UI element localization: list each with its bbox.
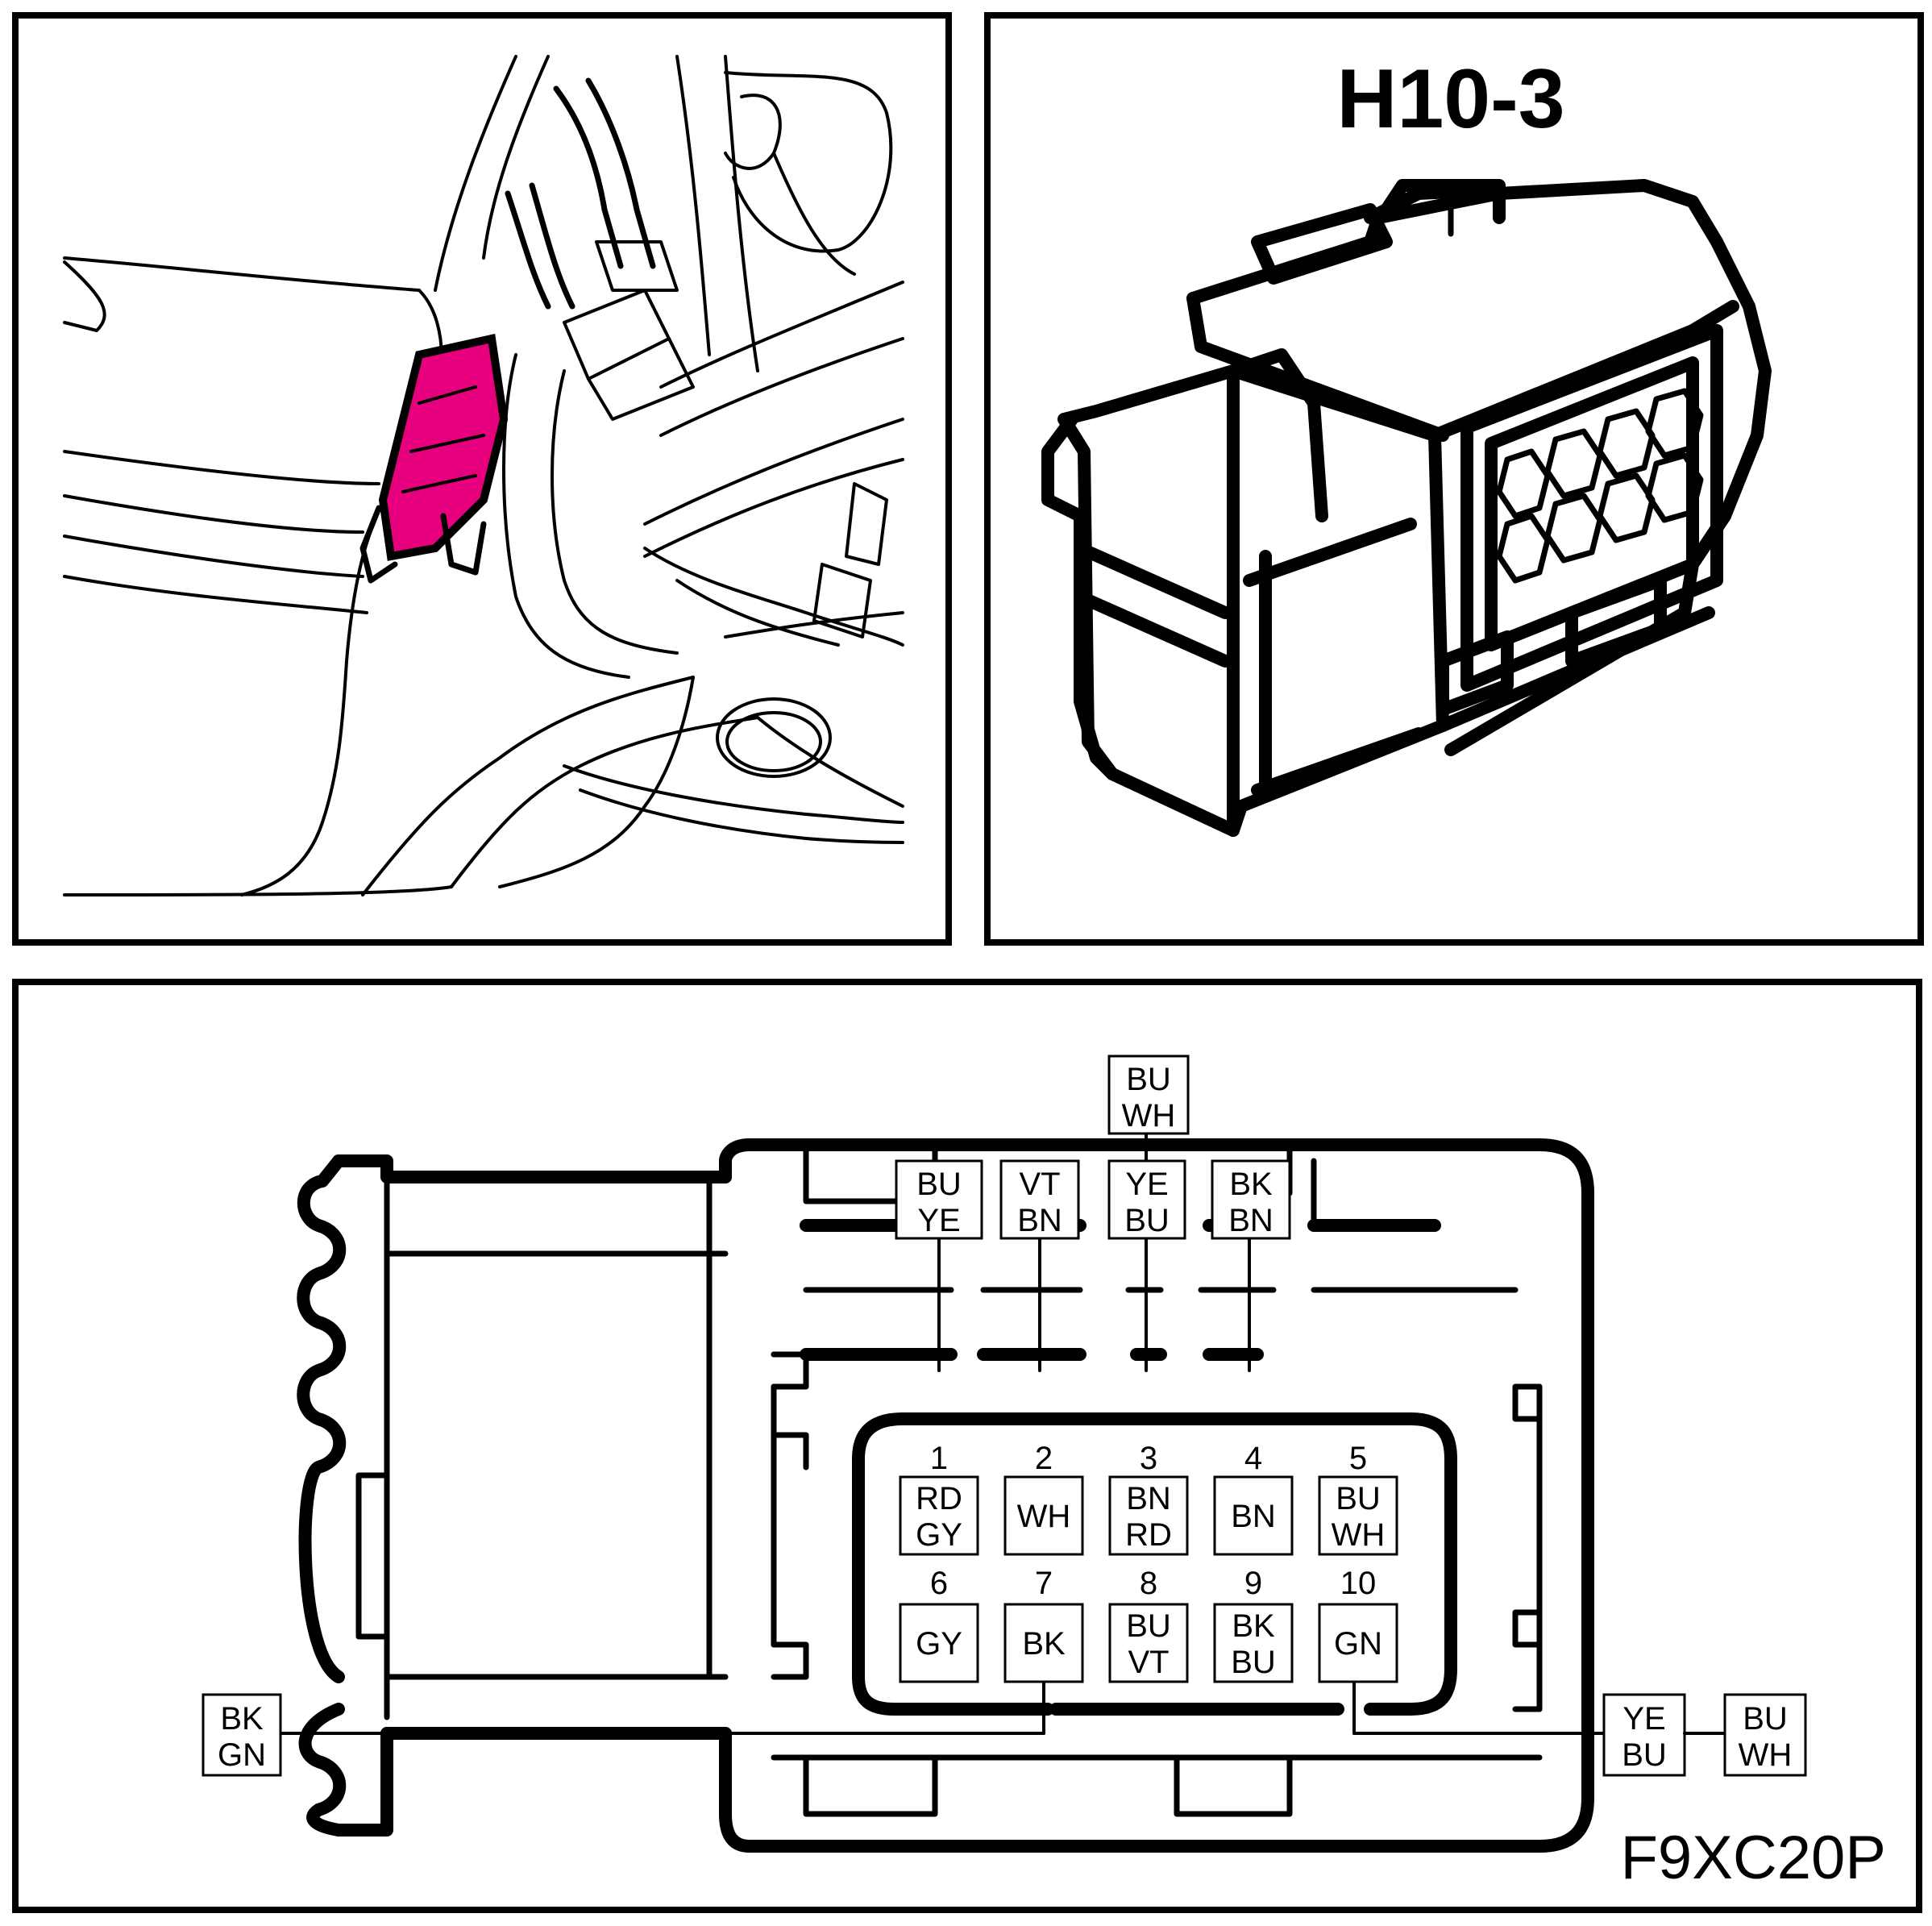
svg-text:BU: BU [1126,1062,1171,1097]
svg-text:YE: YE [1125,1167,1168,1202]
pin-2: 2WH [1003,1441,1084,1556]
svg-text:WH: WH [1122,1098,1176,1134]
wire-label-pin2: VT BN [999,1159,1080,1240]
pin-box [1108,1475,1189,1556]
pin-box [1213,1475,1294,1556]
pin-number: 5 [1349,1441,1367,1476]
wire-label-pin4: BK BN [1211,1159,1291,1240]
pin-number: 9 [1244,1566,1262,1601]
pin-6: 6GY [899,1566,979,1683]
pin-number: 4 [1244,1441,1262,1476]
pin-color-label: BK [1232,1608,1275,1644]
pin-number: 7 [1035,1566,1053,1601]
pin-color-label: GY [916,1626,962,1662]
pin-color-label: WH [1017,1499,1071,1534]
pin-color-label: RD [916,1481,962,1516]
pinout-panel: BU YE VT BN YE BU BU WH BK BN BK GN [12,979,1922,1913]
pin-box [1003,1603,1084,1683]
svg-text:BU: BU [916,1167,962,1202]
pin-7: 7BK [1003,1566,1084,1683]
svg-text:BK: BK [1229,1167,1273,1202]
svg-text:BN: BN [1017,1203,1062,1238]
pin-color-label: BN [1231,1499,1276,1534]
pin-color-label: BU [1126,1608,1171,1644]
pin-box [1213,1603,1294,1683]
pin-cavity [852,1412,1457,1716]
figure-code: F9XC20P [1621,1824,1887,1892]
pin-box [1108,1603,1189,1683]
pin-color-label: BU [1336,1481,1381,1516]
svg-text:VT: VT [1019,1167,1060,1202]
pin-box [1003,1475,1084,1556]
pin-color-label: RD [1125,1517,1172,1553]
connector-3d-illustration [1041,179,1772,837]
svg-text:BU: BU [1743,1701,1788,1737]
pin-color-label: VT [1128,1645,1169,1680]
wire-label-pin1: BU YE [895,1159,983,1240]
connector-view-panel: H10-3 [984,12,1924,946]
svg-text:GN: GN [218,1737,266,1773]
wire-label-pin3-extra: BU WH [1107,1055,1190,1135]
svg-text:YE: YE [917,1203,960,1238]
pin-number: 1 [930,1441,948,1476]
svg-text:BN: BN [1228,1203,1273,1238]
pin-number: 6 [930,1566,948,1601]
cavity-grid [1496,388,1704,584]
pin-box [899,1603,979,1683]
svg-text:BU: BU [1622,1737,1667,1773]
connector-id-title: H10-3 [1336,52,1564,146]
location-view-panel [12,12,952,946]
svg-text:YE: YE [1622,1701,1665,1737]
pin-number: 10 [1340,1566,1377,1601]
pin-number: 3 [1140,1441,1157,1476]
wire-label-pin10: YE BU [1602,1693,1686,1777]
wire-label-pin7: BK GN [202,1693,282,1777]
pin-color-label: BK [1022,1626,1066,1662]
pin-color-label: BU [1231,1645,1276,1680]
pins-grid: 1RDGY2WH3BNRD4BN5BUWH6GY7BK8BUVT9BKBU10G… [899,1441,1398,1683]
pin-box [899,1475,979,1556]
pin-box [1318,1603,1398,1683]
svg-text:BU: BU [1124,1203,1170,1238]
connector-highlight-shape [378,333,509,561]
pin-4: 4BN [1213,1441,1294,1556]
pin-color-label: BN [1126,1481,1171,1516]
pin-color-label: GY [916,1517,962,1553]
svg-text:WH: WH [1739,1737,1793,1773]
pin-number: 2 [1035,1441,1053,1476]
pin-wires [272,1127,1726,1735]
pin-color-label: WH [1332,1517,1386,1553]
wire-label-pin3: YE BU [1107,1159,1186,1240]
pin-color-label: GN [1334,1626,1382,1662]
wire-label-pin10-extra: BU WH [1723,1693,1807,1777]
highlighted-connector [359,333,509,584]
pin-box [1318,1475,1398,1556]
pin-number: 8 [1140,1566,1157,1601]
svg-text:BK: BK [220,1701,264,1737]
